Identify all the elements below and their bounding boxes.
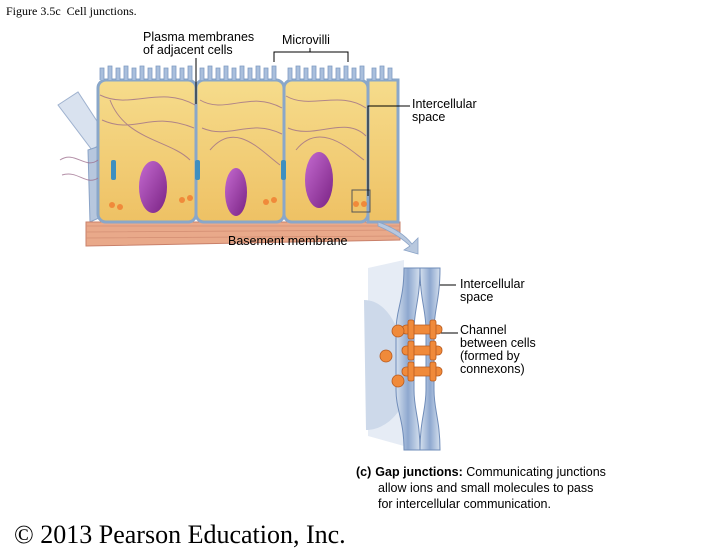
microvilli-row: [99, 65, 393, 80]
cell-1: [96, 78, 198, 224]
label-intercellular-space-top-line1: Intercellular: [412, 97, 477, 111]
cytoskeleton: [59, 94, 367, 181]
connexon-3: [401, 361, 443, 382]
nucleus: [225, 168, 247, 216]
nucleus: [139, 161, 167, 213]
connexon-2: [401, 340, 443, 361]
zoom-arrow: [377, 221, 419, 255]
caption-text-line3: for intercellular communication.: [378, 497, 551, 511]
zoom-region-box: [351, 189, 371, 213]
caption-term: Gap junctions:: [375, 465, 463, 479]
caption-text-line2: allow ions and small molecules to pass: [378, 481, 594, 495]
cell-3: [282, 78, 370, 224]
label-intercellular-space-top: Intercellular space: [412, 98, 477, 124]
label-intercellular-space-top-line2: space: [412, 110, 446, 124]
label-plasma-membranes-line1: Plasma membranes: [143, 30, 255, 44]
label-basement-membrane: Basement membrane: [228, 234, 348, 248]
label-plasma-membranes-line2: of adjacent cells: [143, 43, 233, 57]
label-channel-line2: between cells: [460, 336, 536, 350]
label-intercellular-space-enlarged: Intercellular space: [460, 278, 525, 304]
label-channel: Channel between cells (formed by connexo…: [460, 324, 536, 376]
label-microvilli: Microvilli: [282, 33, 330, 47]
caption-line1: (c)Gap junctions: Communicating junction…: [356, 464, 686, 480]
cell-block-illustration: [57, 65, 401, 247]
gap-junction-enlargement: [364, 260, 443, 451]
connexon-1: [401, 319, 443, 340]
label-intercellular-space-enlarged-line2: space: [460, 290, 494, 304]
label-plasma-membranes: Plasma membranes of adjacent cells: [143, 31, 254, 57]
connexon-rosettes: [379, 324, 405, 388]
caption-text-line1: Communicating junctions: [462, 465, 606, 479]
desmosome-markers: [111, 160, 286, 180]
figure-title: Figure 3.5c Cell junctions.: [6, 4, 137, 18]
panel-tag: (c): [356, 465, 372, 479]
label-channel-line3: (formed by: [460, 349, 520, 363]
cell-4: [366, 78, 400, 224]
label-intercellular-space-enlarged-line1: Intercellular: [460, 277, 525, 291]
junction-markers: [109, 195, 367, 210]
label-channel-line4: connexons): [460, 362, 525, 376]
nucleus: [305, 152, 333, 208]
label-channel-line1: Channel: [460, 323, 507, 337]
caption: (c)Gap junctions: Communicating junction…: [356, 464, 686, 512]
cell-2: [194, 78, 286, 224]
copyright: © 2013 Pearson Education, Inc.: [14, 520, 346, 549]
